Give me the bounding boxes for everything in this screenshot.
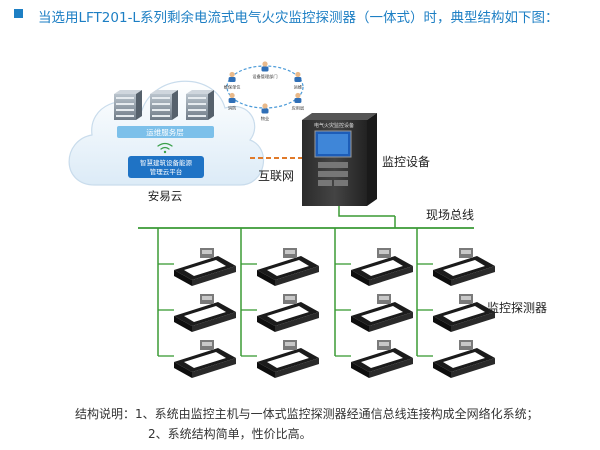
client-node-label: 设备管理部门	[252, 73, 277, 80]
detector-icon	[351, 294, 413, 332]
heading-bullet	[14, 9, 23, 18]
client-node-label: 运维	[294, 84, 302, 91]
ops-layer-bar	[117, 126, 214, 138]
detector-icon	[433, 248, 495, 286]
client-node-icon: 消防	[228, 92, 236, 112]
platform-box	[128, 156, 204, 178]
client-node-icon: 应用层	[292, 92, 305, 112]
structure-note-1: 结构说明：1、系统由监控主机与一体式监控探测器经通信总线连接构成全网络化系统；	[75, 405, 539, 422]
server-icon	[150, 90, 178, 120]
detector-icon	[257, 294, 319, 332]
monitor-device-label: 监控设备	[382, 155, 430, 169]
server-group	[114, 90, 214, 120]
internet-label: 互联网	[258, 169, 294, 183]
client-node-label: 物业	[261, 115, 269, 122]
structure-note-item1: 1、系统由监控主机与一体式监控探测器经通信总线连接构成全网络化系统；	[135, 407, 539, 421]
client-node-icon: 物业	[261, 103, 269, 122]
cabinet-drop-line	[338, 206, 395, 217]
page-heading: 当选用LFT201-L系列剩余电流式电气火灾监控探测器（一体式）时，典型结构如下…	[38, 10, 559, 26]
structure-note-prefix: 结构说明：	[75, 407, 136, 421]
client-node-icon: 维保单位	[224, 71, 241, 91]
server-icon	[186, 90, 214, 120]
ops-layer-label: 运维服务层	[146, 127, 184, 137]
server-icon	[114, 90, 142, 120]
detector-icon	[433, 340, 495, 378]
detector-icon	[433, 294, 495, 332]
monitor-cabinet	[302, 113, 377, 206]
detector-icon	[174, 248, 236, 286]
detector-icon	[174, 294, 236, 332]
detector-icon	[257, 340, 319, 378]
detector-icon	[351, 340, 413, 378]
detector-icon	[174, 340, 236, 378]
detector-array	[157, 228, 495, 378]
wifi-icon	[157, 142, 173, 154]
platform-label-line1: 智慧建筑设备能源	[140, 158, 193, 167]
monitor-screen-title: 电气火灾监控设备	[314, 122, 354, 129]
detector-label: 监控探测器	[487, 301, 547, 315]
platform-label-line2: 管理云平台	[150, 167, 183, 176]
detector-icon	[257, 248, 319, 286]
client-node-icon: 运维	[294, 71, 302, 91]
client-node-icon: 设备管理部门	[252, 61, 278, 80]
cloud-name-label: 安易云	[148, 189, 183, 203]
detector-icon	[351, 248, 413, 286]
field-bus-label: 现场总线	[426, 208, 474, 222]
client-node-label: 应用层	[292, 105, 305, 112]
client-node-label: 维保单位	[224, 84, 241, 91]
structure-note-2: 2、系统结构简单，性价比高。	[148, 427, 312, 441]
client-node-label: 消防	[228, 105, 236, 112]
